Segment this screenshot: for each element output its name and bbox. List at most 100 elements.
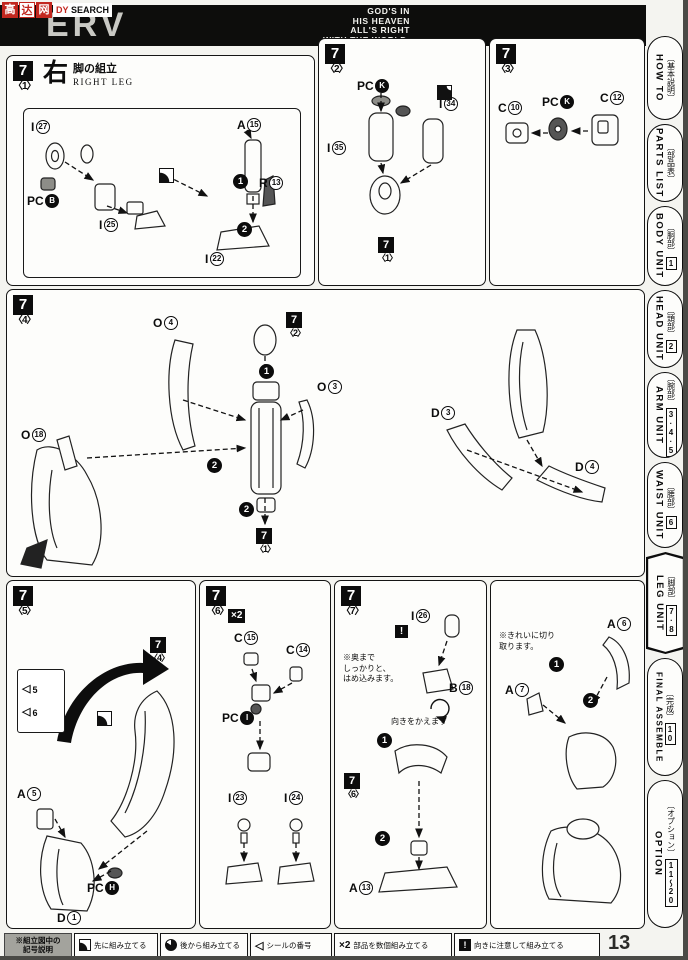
note-push-in-firmly: ※奥まで しっかりと、 はめ込みます。 — [343, 653, 399, 683]
order-2-badge: 2 — [375, 831, 390, 846]
legend-text: 先に組み立てる — [94, 940, 147, 950]
motto-line: GOD'S IN — [367, 6, 410, 16]
sticker-icon: ◁ — [22, 706, 31, 718]
step-7-3-diagram — [505, 114, 619, 146]
watermark-dy: DY — [56, 5, 69, 15]
step-number-box: 7 — [341, 586, 361, 606]
tab-label-jp: 〔胴部〕 — [666, 222, 676, 255]
tab-label-en: HOW TO — [653, 54, 665, 102]
step-number-box: 7 — [13, 61, 33, 81]
warning-icon: ! — [459, 939, 471, 951]
tab-step-numbers: 6 — [665, 515, 677, 529]
step-substep: 〈1〉 — [13, 81, 37, 92]
note-cut-cleanly: ※きれいに切り 取ります。 — [499, 631, 555, 651]
tab-label-jp: 〔オプション〕 — [666, 801, 676, 857]
section-tab-sidebar: HOW TO 〔基本説明〕 PARTS LIST 〔部品表〕 BODY UNIT… — [646, 0, 688, 960]
tab-step-numbers: 7·8 — [666, 604, 677, 636]
order-2-badge: 2 — [239, 502, 254, 517]
sidebar-tab-leg-unit-active: LEG UNIT 〔脚部〕7·8 — [646, 552, 685, 654]
tab-label-jp: 〔頭部〕 — [666, 305, 676, 338]
scan-edge — [0, 956, 688, 960]
step-number: 7 〈2〉 — [325, 44, 349, 76]
tab-label-en: LEG UNIT — [654, 574, 665, 632]
page-number: 13 — [608, 932, 631, 954]
step-number: 7 〈1〉 — [13, 61, 37, 93]
tab-step-numbers: 10 — [664, 723, 676, 745]
tab-label-jp: 〔部品表〕 — [666, 143, 676, 183]
step-substep: 〈4〉 — [13, 315, 37, 326]
sidebar-tab-waist-unit: WAIST UNIT 〔腰部〕6 — [647, 462, 683, 548]
step-title-jp: 脚の組立 — [73, 63, 117, 75]
tab-label-jp: 〔脚部〕 — [667, 570, 676, 603]
tab-label-en: PARTS LIST — [653, 128, 665, 198]
legend-item-seal-number: ◁ シールの番号 — [250, 933, 332, 957]
multiplier-x2-chip: ×2 — [228, 609, 246, 623]
step-7-7-diagram — [378, 614, 460, 893]
legend-item-multiple-parts: ×2 部品を数個組み立てる — [334, 933, 452, 957]
watermark-char: 高 — [2, 2, 18, 18]
step-number-box: 7 — [325, 44, 345, 64]
scan-edge — [683, 0, 688, 960]
step-7-2-diagram — [368, 93, 444, 215]
step-kanji-right: 右 — [43, 59, 69, 87]
sidebar-tab-head-unit: HEAD UNIT 〔頭部〕2 — [647, 290, 683, 368]
tab-step-numbers: 2 — [665, 339, 677, 353]
tab-step-numbers: 3·4·5 — [665, 407, 677, 457]
step-number: 7 〈6〉 — [206, 586, 230, 618]
tab-step-numbers: 11〜20 — [664, 859, 678, 907]
step-number-box: 7 — [206, 586, 226, 606]
step-number-box: 7 — [496, 44, 516, 64]
sub-diagram-frame — [23, 108, 301, 278]
order-2-badge: 2 — [583, 693, 598, 708]
order-1-badge: 1 — [377, 733, 392, 748]
tab-label-en: BODY UNIT — [653, 213, 665, 279]
legend-item-orientation-warning: ! 向きに注意して組み立てる — [454, 933, 600, 957]
order-2-badge: 2 — [237, 222, 252, 237]
tab-label-en: FINAL ASSEMBLE — [654, 671, 664, 763]
step-7-7b-diagram — [526, 636, 630, 904]
ref-step-7-1: 7 〈1〉 — [255, 528, 276, 554]
watermark: 高 达 网 DY SEARCH — [2, 2, 113, 18]
sidebar-tab-parts-list: PARTS LIST 〔部品表〕 — [647, 124, 683, 202]
legend-text: シールの番号 — [266, 940, 312, 950]
seal-number-icon: ◁ — [255, 939, 264, 952]
step-number: 7 〈5〉 — [13, 586, 37, 618]
tab-label-jp: 〔基本説明〕 — [666, 54, 676, 102]
step-number: 7 〈4〉 — [13, 295, 37, 327]
step-number: 7 〈3〉 — [496, 44, 520, 76]
step-title-en: RIGHT LEG — [73, 77, 134, 87]
order-1-badge: 1 — [259, 364, 274, 379]
tab-label-jp: 〔完成〕 — [665, 689, 675, 721]
step-number-box: 7 — [13, 295, 33, 315]
tab-label-jp: 〔腕部〕 — [666, 373, 676, 406]
tab-label-en: HEAD UNIT — [653, 296, 665, 362]
x2-icon: ×2 — [339, 939, 351, 951]
watermark-char: 网 — [36, 2, 52, 18]
